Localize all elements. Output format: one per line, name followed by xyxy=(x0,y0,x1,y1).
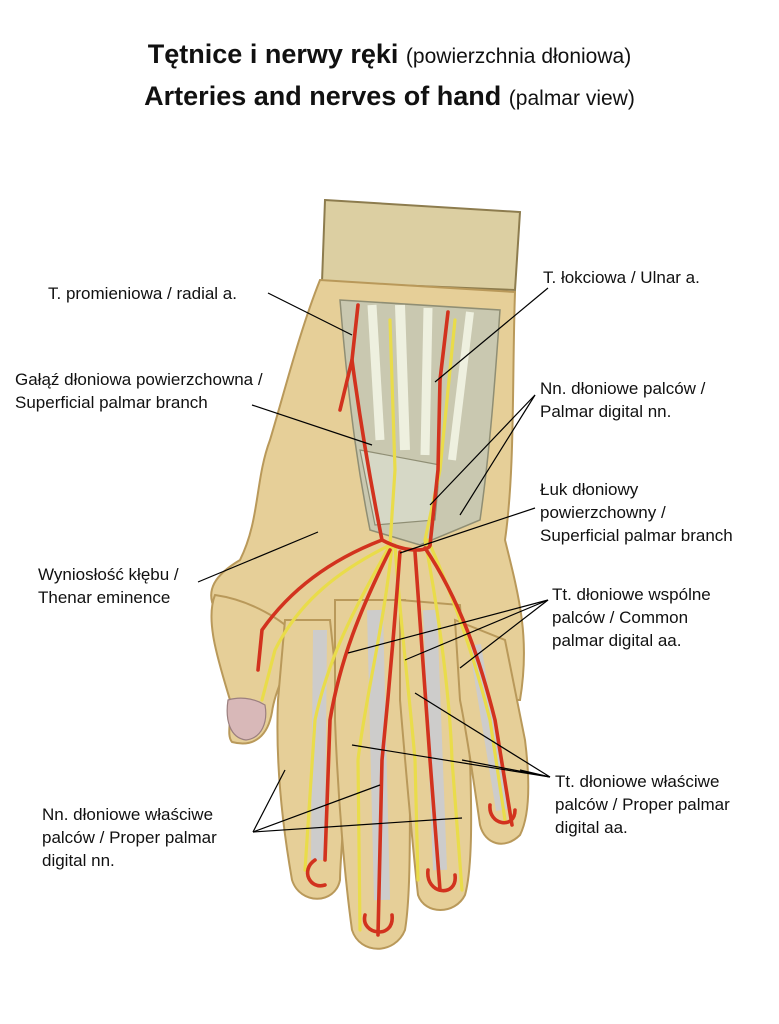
forearm-cut xyxy=(320,198,522,292)
label-superficial-palmar-branch: Gałąź dłoniowa powierzchowna / Superfici… xyxy=(15,368,263,414)
tendon-2 xyxy=(395,304,410,451)
leader-common-2 xyxy=(404,599,549,661)
label-line: Tt. dłoniowe właściwe xyxy=(555,772,720,791)
leader-proper-aa-1 xyxy=(414,692,551,778)
label-line: Palmar digital nn. xyxy=(540,402,672,421)
leader-radial xyxy=(267,292,353,336)
label-proper-palmar-digital-nerves: Nn. dłoniowe właściwe palców / Proper pa… xyxy=(42,803,217,872)
title-polish: Tętnice i nerwy ręki (powierzchnia dłoni… xyxy=(0,36,779,75)
leader-common-3 xyxy=(459,599,549,669)
title-polish-main: Tętnice i nerwy ręki xyxy=(147,39,399,69)
label-line: Nn. dłoniowe właściwe xyxy=(42,805,214,824)
leader-digital-nn-1 xyxy=(429,394,536,506)
tendon-1 xyxy=(367,304,385,441)
tendon-4 xyxy=(448,311,474,461)
leader-proper-nn-3 xyxy=(252,817,463,833)
thumbnail xyxy=(226,697,267,741)
leader-ulnar xyxy=(434,287,549,383)
label-line: Łuk dłoniowy xyxy=(540,480,639,499)
label-superficial-palmar-arch: Łuk dłoniowy powierzchowny / Superficial… xyxy=(540,478,733,547)
nerves xyxy=(260,318,507,932)
label-line: Superficial palmar branch xyxy=(15,393,208,412)
label-line: Thenar eminence xyxy=(38,588,171,607)
finger-tendon-ring xyxy=(423,609,447,871)
leader-superficial-branch xyxy=(251,404,373,446)
finger-tendon-little xyxy=(469,644,508,811)
finger-tendon-index xyxy=(311,629,327,861)
label-palmar-digital-nerves: Nn. dłoniowe palców / Palmar digital nn. xyxy=(540,377,705,423)
leader-proper-aa-2 xyxy=(351,744,551,778)
leader-common-1 xyxy=(347,599,549,654)
label-ulnar-artery: T. łokciowa / Ulnar a. xyxy=(543,268,700,287)
leader-lines xyxy=(197,287,551,833)
label-proper-palmar-digital-arteries: Tt. dłoniowe właściwe palców / Proper pa… xyxy=(555,770,730,839)
leader-proper-aa-4 xyxy=(519,769,551,778)
leader-digital-nn-2 xyxy=(459,394,536,516)
title-english: Arteries and nerves of hand (palmar view… xyxy=(0,78,779,117)
label-line: palców / Proper palmar xyxy=(555,795,730,814)
label-line: Wyniosłość kłębu / xyxy=(38,565,179,584)
label-line: digital aa. xyxy=(555,818,628,837)
title-polish-sub: (powierzchnia dłoniowa) xyxy=(405,45,632,68)
label-line: Superficial palmar branch xyxy=(540,526,733,545)
label-line: Nn. dłoniowe palców / xyxy=(540,379,706,398)
leader-proper-nn-1 xyxy=(252,769,286,833)
label-line: digital nn. xyxy=(42,851,115,870)
label-line: palców / Common xyxy=(552,608,689,627)
palmar-aponeurosis-remnant xyxy=(359,449,441,526)
label-line: palmar digital aa. xyxy=(552,631,682,650)
label-thenar-eminence: Wyniosłość kłębu / Thenar eminence xyxy=(38,563,179,609)
label-line: palców / Proper palmar xyxy=(42,828,217,847)
tendon-3 xyxy=(420,307,433,456)
title-english-main: Arteries and nerves of hand xyxy=(144,81,502,111)
label-radial-artery: T. promieniowa / radial a. xyxy=(48,284,237,303)
label-line: Gałąź dłoniowa powierzchowna / xyxy=(15,370,263,389)
leader-thenar xyxy=(197,531,319,583)
leader-arch xyxy=(399,507,536,554)
title-english-sub: (palmar view) xyxy=(508,87,635,110)
label-line: powierzchowny / xyxy=(540,503,666,522)
label-common-palmar-digital-arteries: Tt. dłoniowe wspólne palców / Common pal… xyxy=(552,583,711,652)
leader-proper-nn-2 xyxy=(252,784,381,833)
arteries xyxy=(256,303,517,937)
label-line: Tt. dłoniowe wspólne xyxy=(552,585,711,604)
